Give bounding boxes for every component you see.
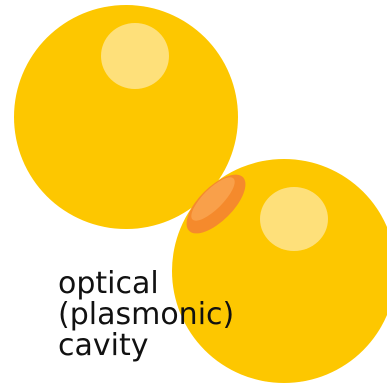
- cavity-label-line-2: (plasmonic): [58, 299, 234, 330]
- cavity-label-line-3: cavity: [58, 330, 234, 361]
- cavity-label: optical (plasmonic) cavity: [58, 268, 234, 361]
- lower-nanoparticle-highlight: [260, 187, 328, 251]
- cavity-label-line-1: optical: [58, 268, 234, 299]
- upper-nanoparticle-highlight: [101, 23, 169, 89]
